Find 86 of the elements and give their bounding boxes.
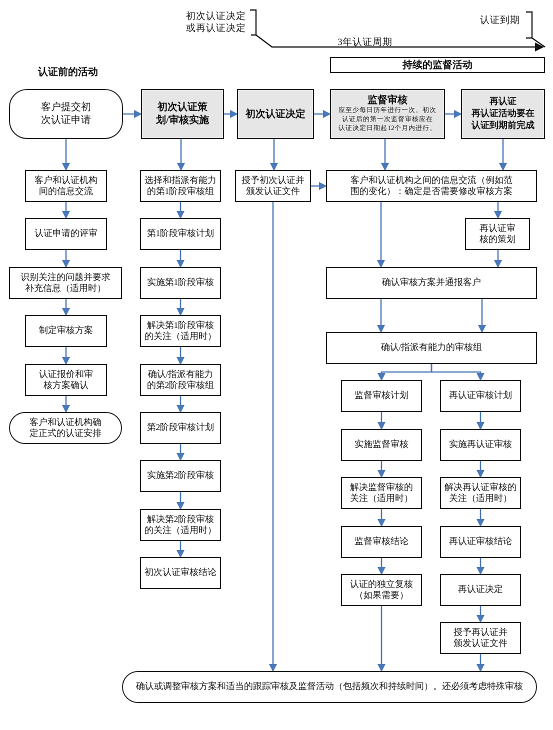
- arrow: [476, 412, 484, 430]
- arrow: [62, 299, 70, 316]
- arrow: [270, 139, 278, 171]
- arrow: [476, 461, 484, 478]
- arrow: [476, 509, 484, 527]
- process-box: 客户和认证机构之间的信息交流（例如范围的变化）：确定是否需要修改审核方案: [326, 170, 537, 202]
- arrow: [269, 202, 277, 672]
- arrow: [62, 396, 70, 413]
- arrow: [377, 202, 385, 268]
- process-box: 认证的独立复核（如果需要）: [341, 574, 422, 606]
- process-box: [461, 89, 545, 139]
- process-box: 客户和认证机构间的信息交流: [25, 170, 107, 202]
- arrow: [224, 110, 238, 118]
- arrow: [176, 202, 184, 219]
- arrow: [176, 492, 184, 510]
- arrow: [314, 110, 331, 118]
- process-box: 解决第2阶段审核的关注（适用时）: [140, 509, 221, 541]
- arrow: [430, 364, 484, 381]
- arrow: [381, 139, 389, 171]
- arrow: [123, 110, 142, 118]
- milestone-label: 认证到期: [479, 15, 520, 28]
- process-box: 识别关注的问题并要求补充信息（适用时）: [9, 267, 122, 299]
- arrow: [176, 250, 184, 268]
- arrow: [378, 558, 386, 575]
- arrow: [176, 347, 184, 365]
- arrow: [378, 461, 386, 478]
- arrow: [378, 606, 386, 672]
- arrow: [378, 412, 386, 430]
- arrow: [62, 347, 70, 365]
- arrow: [176, 444, 184, 461]
- arrow: [476, 654, 484, 672]
- arrow: [62, 250, 70, 268]
- process-box: 认证申请的评审: [25, 218, 107, 250]
- arrow: [499, 139, 507, 171]
- process-box: 确认/指派有能力的第2阶段审核组: [140, 364, 221, 396]
- arrow: [476, 558, 484, 575]
- process-box: 授予初次认证并颁发认证文件: [235, 170, 311, 202]
- box-heading: 监督审核: [368, 94, 408, 106]
- arrow: [177, 139, 185, 171]
- arrow: [494, 250, 502, 268]
- process-box: 监督审核结论: [341, 526, 422, 558]
- arrow: [445, 110, 462, 118]
- terminal-box: 客户提交初次认证申请: [9, 89, 123, 139]
- process-box: 认证报价和审核方案确认: [25, 364, 107, 396]
- process-box: 实施第2阶段审核: [140, 460, 221, 492]
- arrow: [476, 606, 484, 623]
- process-box: 实施再认证审核: [440, 429, 521, 461]
- milestone-label: 初次认证决定或再认证决定: [186, 11, 246, 36]
- process-box: 确认审核方案并通报客户: [326, 267, 537, 299]
- process-box: 第2阶段审核计划: [140, 412, 221, 444]
- process-box: 初次认证决定: [237, 89, 314, 139]
- period-label: 3年认证周期: [336, 37, 394, 50]
- arrow: [311, 182, 327, 190]
- arrow: [478, 299, 486, 333]
- box-heading: 再认证: [490, 96, 516, 108]
- process-box: 再认证审核结论: [440, 526, 521, 558]
- process-box: 解决再认证审核的关注（适用时）: [440, 477, 521, 509]
- process-box: 实施第1阶段审核: [140, 267, 221, 299]
- process-box: 第1阶段审核计划: [140, 218, 221, 250]
- process-box: 初次认证策划/审核实施: [141, 89, 224, 139]
- arrow: [176, 541, 184, 558]
- arrow: [176, 299, 184, 316]
- section-banner: 持续的监督活动: [330, 57, 545, 73]
- arrow: [62, 139, 70, 171]
- process-box: 授予再认证并颁发认证文件: [440, 622, 521, 654]
- terminal-box: 客户和认证机构确定正式的认证安排: [9, 412, 122, 444]
- process-box: 监督审核计划: [341, 380, 422, 412]
- process-box: [330, 89, 445, 139]
- process-box: 初次认证审核结论: [140, 557, 221, 589]
- process-box: 解决监督审核的关注（适用时）: [341, 477, 422, 509]
- arrow: [377, 299, 385, 333]
- process-box: 再认证决定: [440, 574, 521, 606]
- process-box: 实施监督审核: [341, 429, 422, 461]
- arrow: [378, 509, 386, 527]
- arrow: [176, 396, 184, 413]
- arrow: [494, 202, 502, 219]
- process-box: 再认证审核的策划: [465, 218, 530, 250]
- box-text: 再认证活动要在认证到期前完成: [470, 108, 536, 132]
- process-box: 制定审核方案: [25, 315, 107, 347]
- process-box: 再认证审核计划: [440, 380, 521, 412]
- arrow: [62, 202, 70, 219]
- process-box: 选择和指派有能力的第1阶段审核组: [140, 170, 221, 202]
- section-heading: 认证前的活动: [38, 66, 99, 79]
- terminal-box: 确认或调整审核方案和适当的跟踪审核及监督活动（包括频次和持续时间）。还必须考虑特殊审核: [122, 671, 537, 703]
- process-box: 解决第1阶段审核的关注（适用时）: [140, 315, 221, 347]
- process-box: 确认/指派有能力的审核组: [326, 332, 537, 364]
